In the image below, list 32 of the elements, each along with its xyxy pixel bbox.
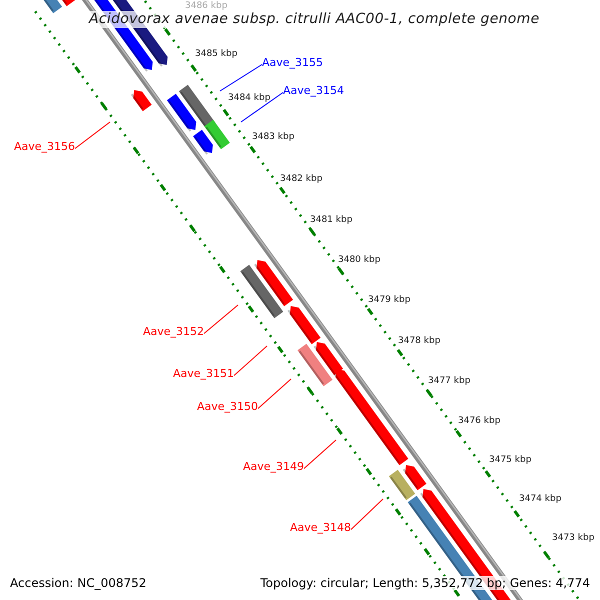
footer-text: Accession: NC_008752 bbox=[10, 576, 146, 590]
gene-label: Aave_3151 bbox=[173, 367, 234, 380]
gene-label: Aave_3148 bbox=[290, 521, 352, 534]
leader-line bbox=[304, 440, 336, 469]
gene-label: Aave_3156 bbox=[14, 140, 76, 153]
scale-label: 3475 kbp bbox=[489, 455, 532, 466]
scale-label: 3485 kbp bbox=[195, 49, 238, 60]
scale-label: 3476 kbp bbox=[458, 416, 500, 427]
gene-label: Aave_3149 bbox=[243, 460, 304, 473]
scale-label: 3484 kbp bbox=[228, 93, 270, 104]
gene-label: Aave_3152 bbox=[143, 325, 204, 338]
scale-label: 3486 kbp bbox=[185, 1, 228, 12]
leader-line bbox=[234, 346, 268, 376]
scale-label: 3483 kbp bbox=[252, 132, 294, 143]
footer-text: Topology: circular; Length: 5,352,772 bp; Genes: 4,774 bbox=[260, 576, 590, 590]
leader-line bbox=[240, 92, 284, 122]
gene-label: Aave_3154 bbox=[283, 84, 344, 97]
leader-line bbox=[74, 122, 110, 149]
scale-label: 3482 kbp bbox=[280, 174, 322, 185]
leader-line bbox=[204, 304, 238, 334]
leader-line bbox=[258, 378, 292, 409]
scale-label: 3480 kbp bbox=[338, 255, 380, 266]
scale-label: 3473 kbp bbox=[552, 533, 594, 544]
gene-label: Aave_3155 bbox=[262, 56, 324, 69]
scale-label: 3479 kbp bbox=[368, 295, 410, 306]
scale-label: 3478 kbp bbox=[398, 336, 440, 347]
leader-line bbox=[220, 64, 262, 92]
scale-label: 3481 kbp bbox=[310, 215, 352, 226]
scale-label: 3477 kbp bbox=[428, 376, 470, 387]
scale-label: 3474 kbp bbox=[519, 494, 562, 505]
gene-label: Aave_3150 bbox=[197, 400, 258, 413]
leader-line bbox=[350, 498, 384, 530]
